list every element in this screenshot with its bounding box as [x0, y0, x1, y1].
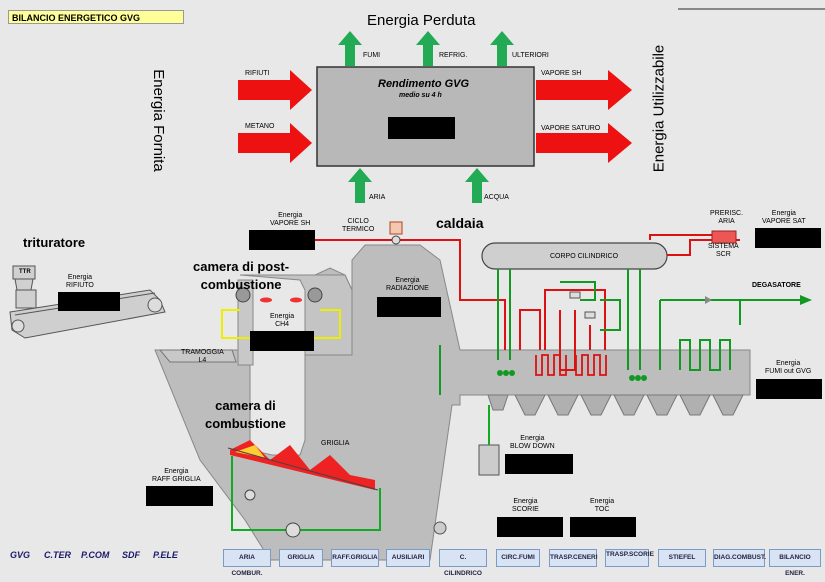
energia-perduta-label: Energia Perduta — [367, 12, 476, 29]
ttr-label: TTR — [19, 269, 31, 275]
energia-toc-label: Energia TOC — [590, 498, 615, 513]
trasp-ceneri-button[interactable]: TRASP.CENERI — [549, 549, 598, 567]
refrig-arrow — [416, 31, 440, 66]
nav-tab-gvg[interactable]: GVG — [10, 550, 31, 560]
energia-utilizzabile-label: Energia Utilizzabile — [650, 44, 668, 173]
ciclo-termico-label: CICLO TERMICO — [342, 218, 375, 233]
energia-scorie-label: Energia SCORIE — [512, 498, 539, 513]
acqua-label: ACQUA — [484, 194, 509, 201]
energia-radiazione-value — [377, 297, 441, 317]
tramoggia-label: TRAMOGGIA L4 — [181, 349, 224, 364]
sistema-scr-label: SISTEMA SCR — [708, 243, 739, 258]
aria-arrow — [348, 168, 372, 203]
energia-fumi-value — [756, 379, 822, 399]
trasp-scorie-button[interactable]: TRASP.SCORIE — [605, 549, 654, 567]
energia-vapore-sat-value — [755, 228, 821, 248]
energia-vapore-sh-label: Energia VAPORE SH — [270, 212, 311, 227]
energia-scorie-value — [497, 517, 563, 537]
rendimento-box — [316, 66, 535, 167]
circ-fumi-button[interactable]: CIRC.FUMI — [496, 549, 540, 567]
rendimento-value — [388, 117, 455, 139]
ulteriori-arrow — [490, 31, 514, 66]
camera-comb-label: camera di combustione — [205, 398, 286, 431]
fumi-label: FUMI — [363, 52, 381, 59]
vapore-sh-arrow — [536, 70, 632, 110]
corpo-cilindrico-label: CORPO CILINDRICO — [550, 253, 619, 260]
grate-flames — [230, 440, 375, 490]
vapore-sh-label: VAPORE SH — [541, 70, 582, 77]
nav-tab-c-ter[interactable]: C.TER — [44, 550, 71, 560]
metano-label: METANO — [245, 123, 275, 130]
ausiliari-button[interactable]: AUSILIARI — [386, 549, 430, 567]
aria-label: ARIA — [369, 194, 386, 201]
energia-raff-label: Energia RAFF GRIGLIA — [152, 468, 201, 483]
energia-blow-value — [505, 454, 573, 474]
energia-ch4-value — [250, 331, 314, 351]
griglia-label: GRIGLIA — [321, 440, 350, 447]
energia-radiazione-label: Energia RADIAZIONE — [386, 277, 429, 292]
energia-rifiuto-label: Energia RIFIUTO — [66, 274, 94, 289]
energia-vapore-sat-label: Energia VAPORE SAT — [762, 210, 806, 225]
vapore-saturo-label: VAPORE SATURO — [541, 125, 601, 132]
stiefel-button[interactable]: STIEFEL — [658, 549, 706, 567]
nav-tab-p-ele[interactable]: P.ELE — [153, 550, 178, 560]
energia-toc-value — [570, 517, 636, 537]
nav-tab-sdf[interactable]: SDF — [122, 550, 140, 560]
rendimento-title: Rendimento GVG — [378, 78, 470, 90]
energia-blow-label: Energia BLOW DOWN — [510, 435, 555, 450]
vapore-saturo-arrow — [536, 123, 632, 163]
c-cilindrico-button[interactable]: C. CILINDRICO — [439, 549, 487, 577]
camera-post-label: camera di post- combustione — [193, 259, 290, 292]
metano-arrow — [238, 123, 312, 163]
energia-vapore-sh-value — [249, 230, 315, 250]
refrig-label: REFRIG. — [439, 52, 468, 59]
rifiuti-label: RIFIUTI — [245, 70, 270, 77]
energia-fornita-label: Energia Fornita — [149, 69, 167, 172]
energia-ch4-label: Energia CH4 — [270, 313, 295, 328]
trituratore-label: trituratore — [23, 235, 86, 250]
rendimento-subtitle: medio su 4 h — [399, 92, 442, 99]
degasatore-label: DEGASATORE — [752, 282, 801, 289]
rifiuti-arrow — [238, 70, 312, 110]
energia-rifiuto-value — [58, 292, 120, 311]
griglia-button[interactable]: GRIGLIA — [279, 549, 323, 567]
caldaia-label: caldaia — [436, 215, 484, 231]
bilancio-ener-button[interactable]: BILANCIO ENER. — [769, 549, 821, 577]
fumi-arrow — [338, 31, 362, 66]
energia-fumi-label: Energia FUMI out GVG — [765, 360, 812, 375]
aria-combur-button[interactable]: ARIA COMBUR. — [223, 549, 271, 577]
window-title: BILANCIO ENERGETICO GVG — [8, 10, 184, 24]
ulteriori-label: ULTERIORI — [512, 52, 549, 59]
diag-combust-button[interactable]: DIAG.COMBUST. — [713, 549, 766, 567]
acqua-arrow — [465, 168, 489, 203]
hopper-row — [487, 394, 744, 416]
prerisc-aria-label: PRERISC. ARIA — [710, 210, 744, 225]
raff-griglia-button[interactable]: RAFF.GRIGLIA — [331, 549, 379, 567]
energia-raff-value — [146, 486, 213, 506]
nav-tab-p-com[interactable]: P.COM — [81, 550, 110, 560]
